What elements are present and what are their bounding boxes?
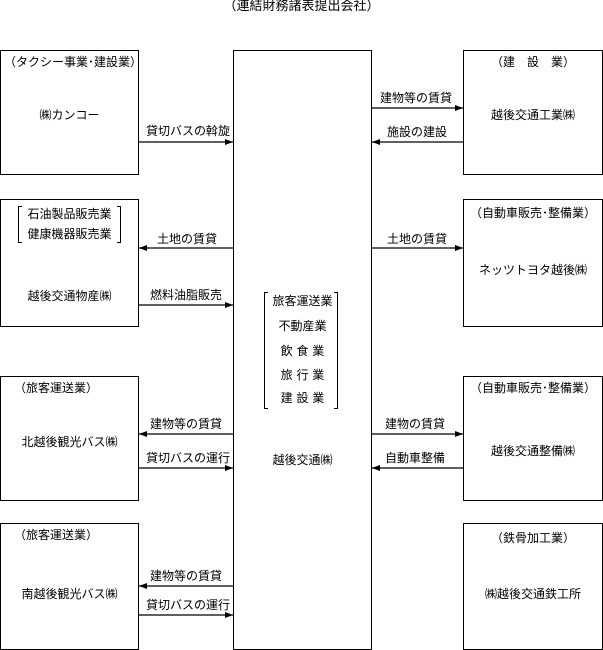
right-box-kougyou-name: 越後交通工業㈱	[490, 108, 575, 122]
left-box-bussan-category-1: 石油製品販売業	[27, 207, 112, 221]
flow-label-left-1-1: 燃料油脂販売	[150, 288, 223, 302]
right-box-seibi-category: （自動車販売･整備業）	[469, 381, 596, 395]
center-company-name: 越後交通㈱	[272, 453, 333, 467]
right-box-tekkousho-name: ㈱越後交通鉄工所	[484, 587, 581, 601]
right-box-netz-name: ネッツトヨタ越後㈱	[478, 263, 587, 277]
left-box-kankou-category: （タクシー事業･建設業）	[4, 55, 143, 69]
right-box-seibi-name: 越後交通整備㈱	[490, 444, 575, 458]
left-box-bussan-left-bracket	[18, 206, 22, 243]
right-box-tekkousho-category: （鉄骨加工業）	[490, 531, 575, 545]
center-company-box	[233, 50, 372, 650]
right-box-kougyou	[463, 50, 603, 175]
center-business-1: 旅客運送業	[272, 294, 333, 308]
center-business-4: 旅 行 業	[280, 368, 325, 382]
flow-label-left-3-1: 貸切バスの運行	[146, 598, 231, 612]
flow-label-right-0-0: 建物等の賃貸	[380, 91, 453, 105]
diagram-title: （連結財務諸表提出会社）	[223, 0, 380, 14]
left-box-bussan	[0, 199, 139, 327]
right-box-netz	[463, 199, 603, 327]
flow-label-left-3-0: 建物等の賃貸	[150, 569, 223, 583]
right-box-tekkousho	[463, 523, 603, 650]
flow-label-left-0-0: 貸切バスの斡旋	[146, 124, 231, 138]
right-box-seibi	[463, 376, 603, 501]
left-box-kankou	[0, 50, 139, 175]
flow-label-right-1-0: 土地の賃貸	[387, 232, 448, 246]
left-box-minami-name: 南越後観光バス㈱	[21, 587, 118, 601]
flow-label-left-2-0: 建物等の賃貸	[150, 417, 223, 431]
left-box-bussan-name: 越後交通物産㈱	[27, 289, 112, 303]
left-box-kita-category: （旅客運送業）	[14, 381, 99, 395]
flow-label-right-0-1: 施設の建設	[387, 125, 448, 139]
left-box-bussan-category-2: 健康機器販売業	[27, 227, 112, 241]
left-box-kankou-name: ㈱カンコー	[39, 108, 100, 122]
flow-label-right-2-0: 建物の賃貸	[385, 417, 446, 431]
businesses-right-bracket	[334, 292, 338, 409]
left-box-kita	[0, 376, 139, 501]
left-box-kita-name: 北越後観光バス㈱	[21, 435, 118, 449]
flow-label-right-2-1: 自動車整備	[385, 451, 446, 465]
businesses-left-bracket	[264, 292, 268, 409]
flow-label-left-2-1: 貸切バスの運行	[146, 451, 231, 465]
center-business-3: 飲 食 業	[280, 344, 325, 358]
center-business-5: 建 設 業	[280, 391, 325, 405]
left-box-bussan-right-bracket	[117, 206, 121, 243]
flow-label-left-1-0: 土地の賃貸	[157, 232, 218, 246]
center-business-2: 不動産業	[278, 319, 327, 333]
right-box-kougyou-category: （建 設 業）	[490, 55, 575, 69]
right-box-netz-category: （自動車販売･整備業）	[469, 206, 596, 220]
left-box-minami	[0, 523, 139, 650]
left-box-minami-category: （旅客運送業）	[14, 528, 99, 542]
